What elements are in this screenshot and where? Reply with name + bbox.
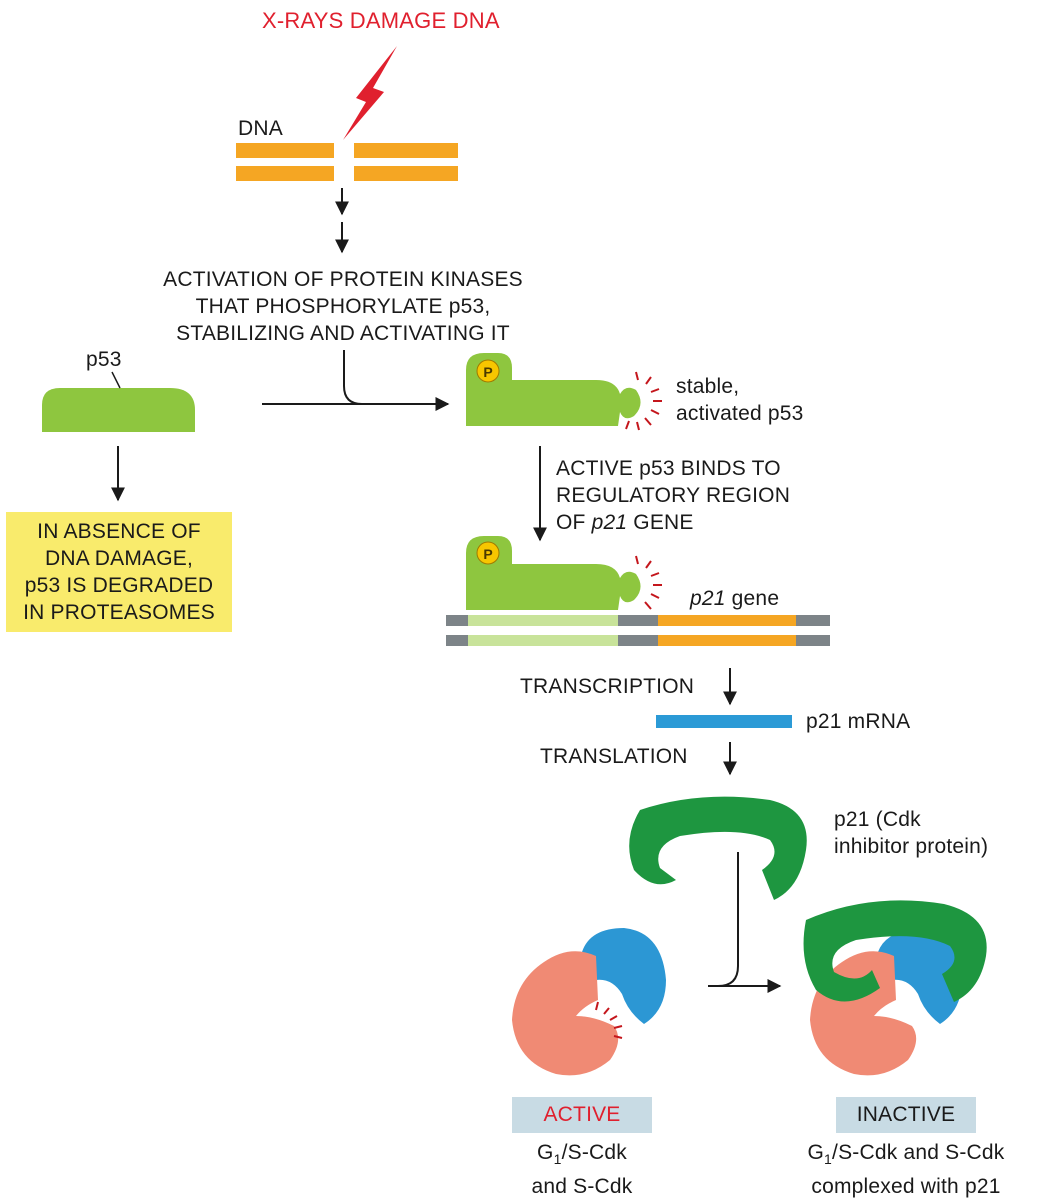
p21-gene-dna	[446, 615, 830, 646]
binding-line1: ACTIVE p53 BINDS TO	[556, 457, 781, 480]
inactive-badge: INACTIVE	[836, 1097, 976, 1133]
p21-protein-label: p21 (Cdk inhibitor protein)	[834, 806, 988, 860]
inactive-description: G1/S-Cdk and S-Cdk complexed with p21	[772, 1139, 1040, 1200]
stable-p53-label: stable, activated p53	[676, 373, 804, 427]
degradation-line3: p53 IS DEGRADED	[24, 574, 214, 597]
kinase-step-label: ACTIVATION OF PROTEIN KINASES THAT PHOSP…	[118, 266, 568, 347]
degradation-line2: DNA DAMAGE,	[44, 547, 194, 570]
p21-binding-curve	[717, 852, 739, 987]
p53-protein-shape	[42, 388, 195, 432]
p21-mrna-strand	[656, 715, 792, 728]
bound-p53: P	[466, 536, 662, 610]
stable-p53-line2: activated p53	[676, 402, 804, 425]
binding-line2: REGULATORY REGION	[556, 484, 791, 507]
xray-damage-label: X-RAYS DAMAGE DNA	[262, 8, 500, 33]
cyclin-shape	[582, 928, 666, 1024]
cdk-shape	[512, 951, 619, 1076]
activation-rays	[625, 371, 662, 431]
stable-p53-line1: stable,	[676, 375, 740, 398]
p21-protein-line1: p21 (Cdk	[834, 808, 921, 831]
svg-text:P: P	[483, 364, 492, 380]
activated-p53: P	[466, 353, 662, 431]
p21-bound-shape	[803, 900, 987, 1002]
kinase-step-line2: THAT PHOSPHORYLATE p53,	[195, 295, 491, 318]
inactive-line2: complexed with p21	[811, 1175, 1001, 1199]
kinase-step-line3: STABILIZING AND ACTIVATING IT	[176, 322, 510, 345]
active-description: G1/S-Cdk and S-Cdk	[482, 1139, 682, 1200]
p21-protein-line2: inhibitor protein)	[834, 835, 989, 858]
translation-label: TRANSLATION	[540, 745, 688, 768]
cdk-active-site-rays	[595, 1001, 623, 1039]
p53-leader-line	[111, 371, 121, 389]
dna-label: DNA	[238, 117, 283, 140]
kinase-step-line1: ACTIVATION OF PROTEIN KINASES	[163, 268, 523, 291]
degradation-line4: IN PROTEASOMES	[23, 601, 215, 624]
kinase-input-curve	[343, 350, 363, 405]
xray-lightning-icon	[343, 46, 397, 140]
p21-mrna-label: p21 mRNA	[806, 710, 911, 733]
p21-protein-shape	[629, 796, 807, 900]
active-line1: G1/S-Cdk	[537, 1141, 627, 1168]
inactive-cdk-complex	[803, 900, 987, 1076]
transcription-label: TRANSCRIPTION	[520, 675, 695, 698]
inactive-line1: G1/S-Cdk and S-Cdk	[807, 1141, 1005, 1168]
active-cdk-complex	[512, 928, 666, 1076]
p21-gene-label: p21 gene	[690, 587, 780, 610]
active-badge: ACTIVE	[512, 1097, 652, 1133]
active-line2: and S-Cdk	[531, 1175, 633, 1199]
p53-label: p53	[86, 348, 122, 371]
binding-line3: OF p21 GENE	[556, 511, 694, 534]
binding-step-label: ACTIVE p53 BINDS TO REGULATORY REGION OF…	[556, 455, 790, 536]
damaged-dna	[236, 143, 458, 181]
degradation-line1: IN ABSENCE OF	[37, 520, 201, 543]
svg-text:P: P	[483, 546, 492, 562]
degradation-box: IN ABSENCE OF DNA DAMAGE, p53 IS DEGRADE…	[6, 512, 232, 632]
